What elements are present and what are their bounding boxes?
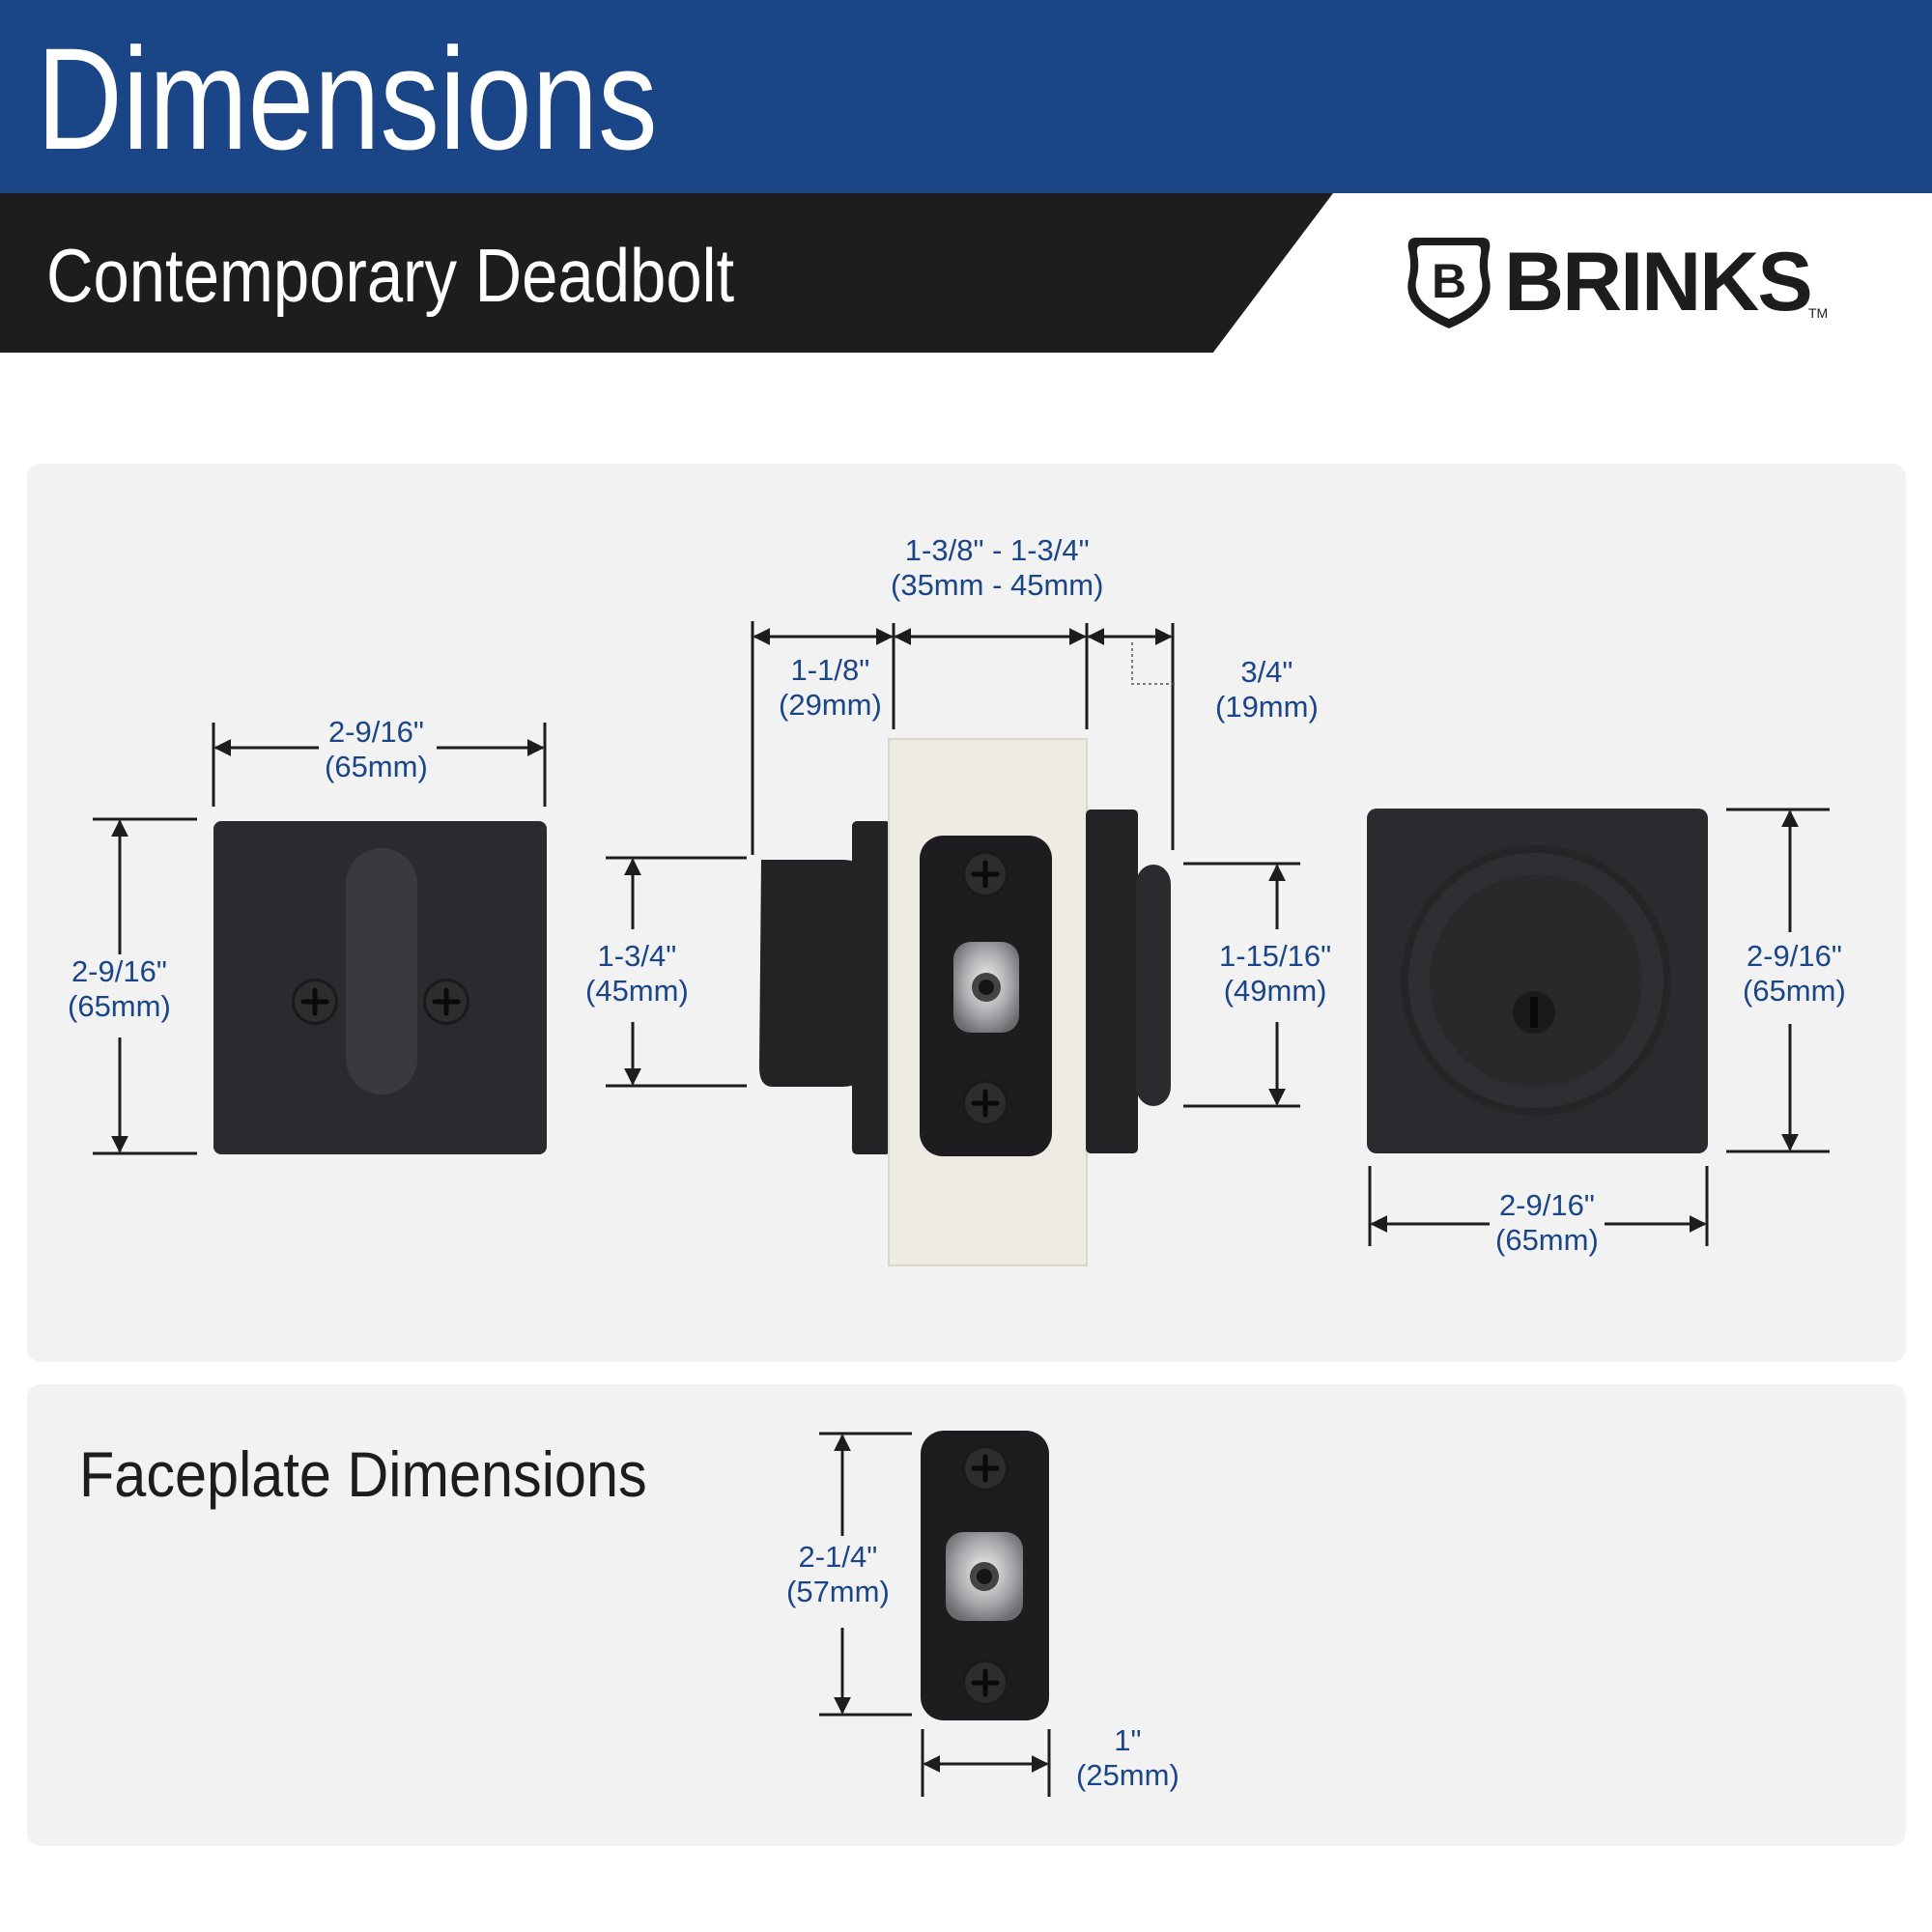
shield-b-logo-icon: B — [1407, 238, 1491, 328]
screw-icon — [292, 979, 338, 1025]
exterior-width-label: 2-9/16" (65mm) — [1490, 1188, 1605, 1258]
page-title: Dimensions — [37, 17, 658, 180]
exterior-height-label: 2-9/16" (65mm) — [1737, 939, 1852, 1009]
faceplate-section-title: Faceplate Dimensions — [79, 1438, 647, 1510]
faceplate-width-label: 1" (25mm) — [1070, 1723, 1185, 1793]
top-banner — [0, 0, 1932, 193]
interior-rose — [213, 821, 547, 1154]
brand-wordmark: BRINKS — [1504, 236, 1813, 328]
screw-icon — [962, 1080, 1009, 1126]
exterior-rose — [1367, 809, 1708, 1153]
door-thickness-label: 1-3/8" - 1-3/4" (35mm - 45mm) — [885, 533, 1110, 603]
cylinder-height-label: 1-15/16" (49mm) — [1213, 939, 1338, 1009]
side-view — [759, 738, 1171, 1266]
subtitle-banner — [0, 193, 1333, 353]
exterior-projection-label: 3/4" (19mm) — [1209, 655, 1324, 724]
thumbturn-projection-label: 1-1/8" (29mm) — [773, 653, 888, 723]
screw-icon — [962, 1660, 1009, 1706]
thumbturn-height-label: 1-3/4" (45mm) — [580, 939, 695, 1009]
interior-width-label: 2-9/16" (65mm) — [319, 715, 434, 784]
trademark-mark: TM — [1808, 305, 1829, 321]
faceplate-view — [921, 1431, 1049, 1720]
interior-height-label: 2-9/16" (65mm) — [62, 954, 177, 1024]
keyhole-icon — [1513, 991, 1555, 1034]
product-subtitle: Contemporary Deadbolt — [46, 233, 735, 318]
screw-icon — [962, 1445, 1009, 1492]
svg-text:B: B — [1432, 254, 1466, 308]
screw-icon — [962, 851, 1009, 897]
brinks-logo: B BRINKS TM — [1403, 230, 1828, 336]
faceplate-height-label: 2-1/4" (57mm) — [781, 1540, 895, 1609]
screw-icon — [423, 979, 469, 1025]
